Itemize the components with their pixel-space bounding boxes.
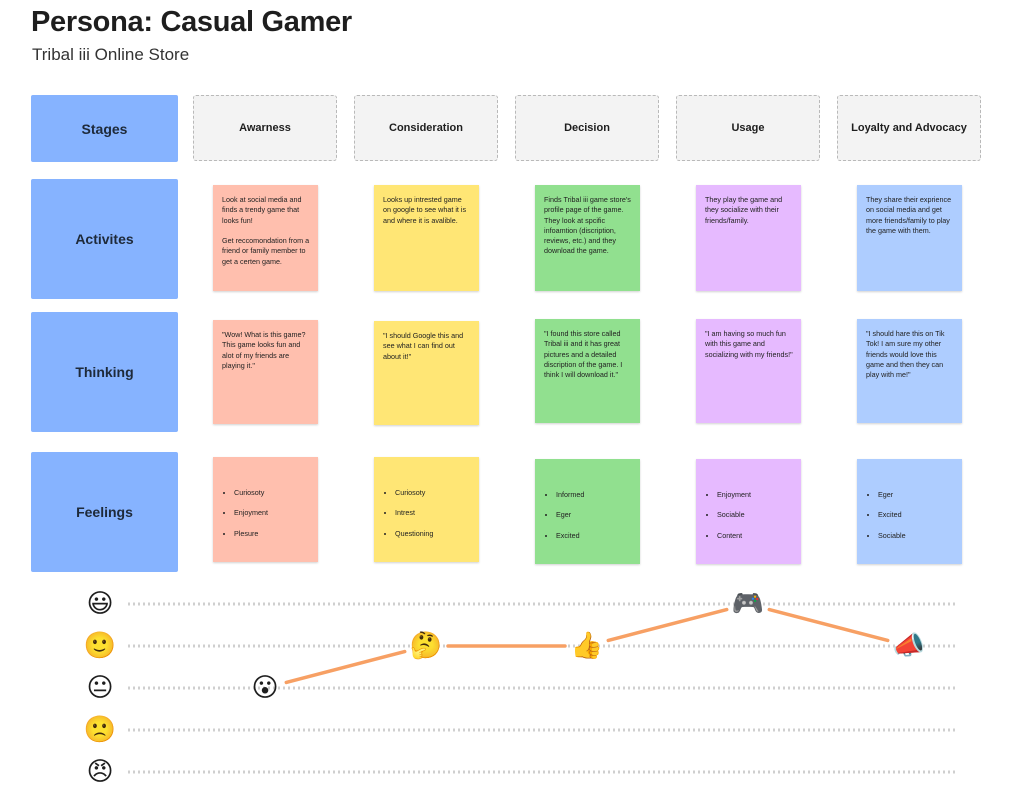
stage-decision[interactable]: Decision: [515, 95, 659, 161]
feeling-item: Sociable: [717, 510, 793, 520]
journey-point-1: 😮: [251, 673, 279, 703]
feeling-item: Enjoyment: [234, 508, 310, 518]
mood-scale-icon-3: 😐: [86, 673, 114, 703]
mood-scale-icon-5: 😃: [86, 589, 114, 619]
feelings-note-consideration[interactable]: Curiosoty Intrest Questioning: [374, 457, 479, 562]
activity-note-awareness[interactable]: Look at social media and finds a trendy …: [213, 185, 318, 291]
feeling-item: Curiosoty: [395, 488, 471, 498]
feelings-note-loyalty[interactable]: Eger Excited Sociable: [857, 459, 962, 564]
feelings-list-decision: Informed Eger Excited: [544, 479, 632, 551]
stage-consideration[interactable]: Consideration: [354, 95, 498, 161]
feeling-item: Eger: [556, 510, 632, 520]
page-subtitle: Tribal iii Online Store: [32, 45, 190, 64]
feeling-item: Sociable: [878, 531, 954, 541]
feelings-list-loyalty: Eger Excited Sociable: [866, 479, 954, 551]
journey-segment-1: [284, 649, 407, 685]
feeling-item: Intrest: [395, 508, 471, 518]
journey-segment-3: [606, 607, 729, 643]
activity-note-decision[interactable]: Finds Tribal iii game store's profile pa…: [535, 185, 640, 291]
journey-point-2: 🤔: [409, 631, 443, 661]
feeling-item: Enjoyment: [717, 490, 793, 500]
journey-point-3: 👍: [570, 631, 604, 661]
feelings-note-decision[interactable]: Informed Eger Excited: [535, 459, 640, 564]
feeling-item: Excited: [556, 531, 632, 541]
feelings-list-usage: Enjoyment Sociable Content: [705, 479, 793, 551]
row-header-feelings: Feelings: [31, 452, 178, 572]
feelings-list-consideration: Curiosoty Intrest Questioning: [383, 477, 471, 549]
mood-scale-icon-4: 🙂: [83, 631, 117, 661]
feeling-item: Informed: [556, 490, 632, 500]
mood-scale-icon-1: 😠: [86, 757, 114, 787]
thinking-note-decision[interactable]: "I found this store called Tribal iii an…: [535, 319, 640, 423]
feeling-item: Curiosoty: [234, 488, 310, 498]
feeling-item: Questioning: [395, 529, 471, 539]
feelings-note-awareness[interactable]: Curiosoty Enjoyment Plesure: [213, 457, 318, 562]
row-header-activities: Activites: [31, 179, 178, 299]
thinking-note-awareness[interactable]: "Wow! What is this game? This game looks…: [213, 320, 318, 424]
feeling-item: Excited: [878, 510, 954, 520]
feeling-item: Eger: [878, 490, 954, 500]
journey-segment-4: [767, 607, 890, 643]
stage-usage[interactable]: Usage: [676, 95, 820, 161]
page-title: Persona: Casual Gamer: [31, 6, 352, 38]
activity-note-loyalty[interactable]: They share their exprience on social med…: [857, 185, 962, 291]
activity-note-consideration[interactable]: Looks up intrested game on google to see…: [374, 185, 479, 291]
journey-point-5: 📣: [892, 631, 926, 661]
stage-awareness[interactable]: Awarness: [193, 95, 337, 161]
stage-loyalty-advocacy[interactable]: Loyalty and Advocacy: [837, 95, 981, 161]
feeling-item: Content: [717, 531, 793, 541]
feelings-note-usage[interactable]: Enjoyment Sociable Content: [696, 459, 801, 564]
row-header-stages: Stages: [31, 95, 178, 162]
mood-scale-icon-2: 🙁: [83, 715, 117, 745]
activity-note-usage[interactable]: They play the game and they socialize wi…: [696, 185, 801, 291]
feelings-list-awareness: Curiosoty Enjoyment Plesure: [222, 477, 310, 549]
thinking-note-consideration[interactable]: "I should Google this and see what I can…: [374, 321, 479, 425]
journey-point-4: 🎮: [731, 589, 765, 619]
thinking-note-loyalty[interactable]: "I should hare this on Tik Tok! I am sur…: [857, 319, 962, 423]
thinking-note-usage[interactable]: "I am having so much fun with this game …: [696, 319, 801, 423]
row-header-thinking: Thinking: [31, 312, 178, 432]
feeling-item: Plesure: [234, 529, 310, 539]
